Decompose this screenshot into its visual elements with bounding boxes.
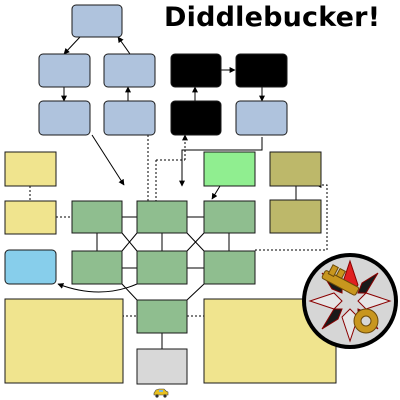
olive-node (269, 199, 322, 234)
connector (63, 36, 81, 55)
connector (117, 36, 131, 55)
page-title: Diddlebucker! (164, 2, 381, 33)
yellow-large-node (4, 298, 124, 384)
connector (211, 185, 221, 200)
connector (121, 232, 138, 252)
yellow-node (4, 200, 57, 235)
connector (255, 182, 328, 251)
connector (186, 283, 205, 301)
green-node (71, 200, 123, 234)
blue-node (71, 4, 123, 38)
green-node (203, 250, 256, 285)
compass-star-key-icon (302, 253, 398, 349)
lime-node (203, 151, 256, 187)
blue-node (103, 53, 156, 88)
olive-node (269, 151, 322, 187)
connector (91, 134, 125, 186)
yellow-node (4, 151, 57, 187)
connector (186, 232, 205, 252)
green-node (136, 299, 188, 334)
connector (179, 137, 263, 187)
connector (57, 283, 138, 293)
blue-node (38, 100, 91, 136)
connectors (29, 36, 328, 349)
black-node (235, 53, 288, 88)
blue-node (38, 53, 91, 88)
green-node (136, 200, 188, 234)
blue-node (103, 100, 156, 136)
connector (121, 283, 138, 301)
sky-node (4, 249, 57, 285)
green-node (71, 250, 123, 285)
green-node (203, 200, 256, 234)
car-icon (153, 388, 169, 398)
gray-node (136, 348, 188, 385)
blue-node (235, 100, 288, 136)
black-node (170, 53, 222, 88)
green-node (136, 250, 188, 285)
black-node (170, 100, 222, 136)
